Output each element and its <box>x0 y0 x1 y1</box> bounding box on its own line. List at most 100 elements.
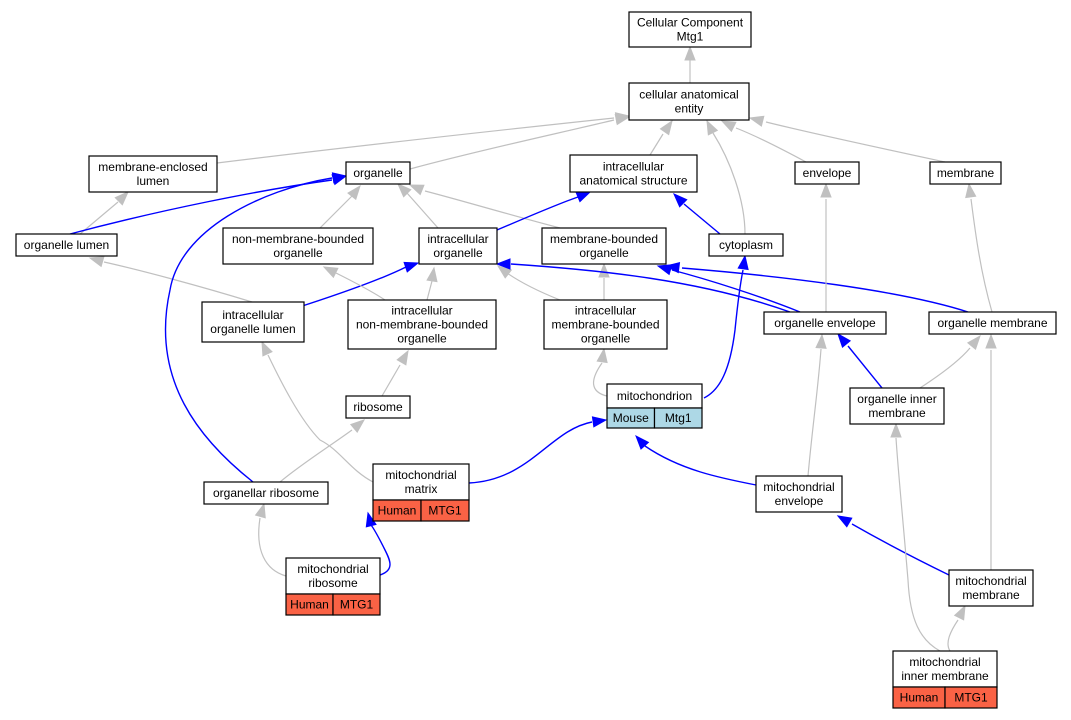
edge-line <box>406 192 439 229</box>
node-label-line: membrane-enclosed <box>98 160 207 174</box>
arrowhead-icon <box>397 183 412 198</box>
edge-line <box>409 119 615 170</box>
node-box <box>372 463 470 501</box>
arrowhead-icon <box>966 334 981 351</box>
arrowhead-icon <box>985 333 997 349</box>
arrowhead-icon <box>331 172 348 184</box>
node-box <box>948 569 1034 607</box>
arrowhead-icon <box>403 261 420 273</box>
gene-cell <box>653 407 703 429</box>
node-omem[interactable]: organelle membrane <box>928 311 1057 335</box>
node-envelope[interactable]: envelope <box>794 161 860 185</box>
edge-membrane-to-cae <box>748 115 946 163</box>
node-label-line: membrane-bounded <box>550 232 658 246</box>
node-label-line: organelle envelope <box>774 316 876 330</box>
edge-cytoplasm-to-cae <box>706 119 746 235</box>
arrowhead-icon <box>815 333 827 349</box>
edge-oim-to-omem <box>919 334 981 389</box>
edge-line <box>895 437 941 652</box>
edge-omem-to-mbo <box>664 261 969 313</box>
edge-line <box>919 347 971 389</box>
arrowhead-icon <box>635 434 650 450</box>
edge-line <box>510 263 791 313</box>
edge-layer <box>69 45 997 652</box>
edge-imbo-to-mbo <box>598 262 610 300</box>
edge-line <box>426 280 433 301</box>
node-inmbo[interactable]: intracellularnon-membrane-boundedorganel… <box>347 299 497 350</box>
arrowhead-icon <box>426 266 438 283</box>
node-label-line: organelle lumen <box>210 322 295 336</box>
edge-io-to-ias <box>496 191 592 231</box>
edge-oim-to-oenv <box>837 332 883 389</box>
edge-ias-to-cae <box>649 119 673 156</box>
arrowhead-icon <box>659 119 673 136</box>
edge-line <box>970 198 993 313</box>
species-label: Mouse <box>613 411 649 425</box>
node-label-line: mitochondrial <box>955 574 1026 588</box>
edge-organelle-to-cae <box>409 114 631 170</box>
edge-line <box>496 196 579 231</box>
arrowhead-icon <box>261 340 273 357</box>
edge-io-to-organelle <box>397 183 439 229</box>
arrowhead-icon <box>591 416 608 428</box>
node-organelle[interactable]: organelle <box>345 161 411 185</box>
gene-label: MTG1 <box>954 691 988 705</box>
edge-line <box>593 362 608 397</box>
node-label-line: membrane <box>937 166 995 180</box>
arrowhead-icon <box>396 349 409 366</box>
node-oribo[interactable]: organellar ribosome <box>203 481 329 505</box>
arrowhead-icon <box>408 184 425 196</box>
node-ribosome[interactable]: ribosome <box>345 395 411 419</box>
node-box <box>569 154 698 193</box>
node-label-line: intracellular <box>603 160 664 174</box>
edge-mribo-to-oribo <box>254 502 287 577</box>
edge-line <box>847 345 883 389</box>
arrowhead-icon <box>88 256 105 268</box>
gene-cell <box>944 686 998 709</box>
node-membrane[interactable]: membrane <box>929 161 1002 185</box>
node-ol[interactable]: organelle lumen <box>15 233 118 257</box>
edge-line <box>319 195 353 229</box>
node-box <box>88 155 218 193</box>
edge-line <box>370 524 391 576</box>
edge-iol-to-io <box>289 261 420 311</box>
node-label-line: cytoplasm <box>719 238 773 252</box>
arrowhead-icon <box>349 419 366 434</box>
arrowhead-icon <box>575 191 592 203</box>
node-oenv[interactable]: organelle envelope <box>763 311 887 335</box>
edge-mel-to-cae <box>216 112 631 164</box>
node-box <box>794 161 860 185</box>
node-label-line: envelope <box>775 494 824 508</box>
edge-ribosome-to-inmbo <box>381 349 409 397</box>
edge-line <box>335 272 386 301</box>
node-label-line: cellular anatomical <box>639 88 738 102</box>
edge-line <box>683 203 721 235</box>
edge-oribo-to-organelle <box>164 172 348 483</box>
node-cytoplasm[interactable]: cytoplasm <box>708 233 784 257</box>
arrowhead-icon <box>684 45 696 61</box>
edge-line <box>735 127 807 163</box>
node-box <box>628 11 752 48</box>
node-label-line: ribosome <box>308 576 358 590</box>
